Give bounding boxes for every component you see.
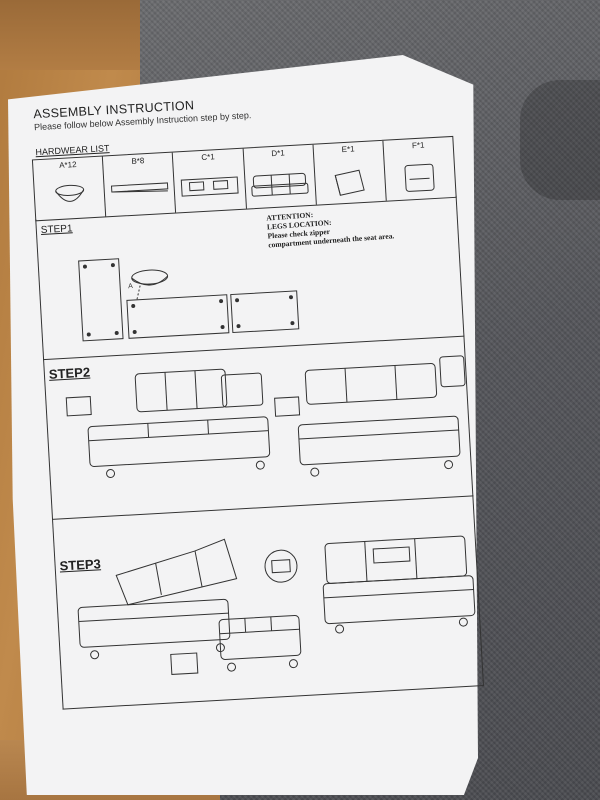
leg-icon [54, 184, 84, 202]
instruction-document: ASSEMBLY INSTRUCTION Please follow below… [20, 65, 498, 778]
hardware-label-a: A*12 [58, 159, 77, 170]
hardware-cell-f: F*1 [383, 137, 455, 201]
cushion-seam [520, 80, 600, 200]
sofa-icon [251, 172, 309, 197]
hardware-label-b: B*8 [131, 156, 145, 166]
hardware-label-d: D*1 [271, 148, 285, 159]
instruction-sheet [8, 55, 478, 795]
hardware-cell-a: A*12 [32, 156, 107, 221]
step3-section: STEP3 [51, 495, 484, 710]
backrest-icon [404, 163, 436, 192]
step1-diagram: A [78, 258, 300, 342]
hardware-label-f: F*1 [411, 140, 425, 151]
hardware-label-c: C*1 [201, 152, 215, 162]
step3-ottoman [218, 614, 302, 672]
step3-diagram [77, 535, 476, 675]
hardware-cell-e: E*1 [313, 140, 387, 205]
hardware-cell-d: D*1 [243, 144, 317, 209]
step2-section: STEP2 [43, 335, 474, 520]
console-icon [180, 176, 239, 197]
armrest-icon [334, 169, 365, 196]
step2-diagram [65, 355, 466, 479]
hardware-table: A*12 B*8 C*1 D*1 [31, 135, 457, 222]
hardware-label-e: E*1 [341, 144, 355, 155]
step2-sofa-right [274, 355, 466, 477]
step2-sofa-left [65, 368, 271, 479]
hardware-cell-b: B*8 [103, 152, 177, 217]
step3-connector-callout [170, 549, 298, 675]
step3-final-sofa [322, 535, 476, 634]
step3-chaise [77, 538, 238, 660]
step1-section: STEP1 ATTENTION: LEGS LOCATION: Please c… [35, 195, 465, 361]
hardware-cell-c: C*1 [173, 148, 247, 213]
step1-callout-a: A [128, 283, 133, 290]
bolt-bracket-icon [110, 182, 169, 193]
